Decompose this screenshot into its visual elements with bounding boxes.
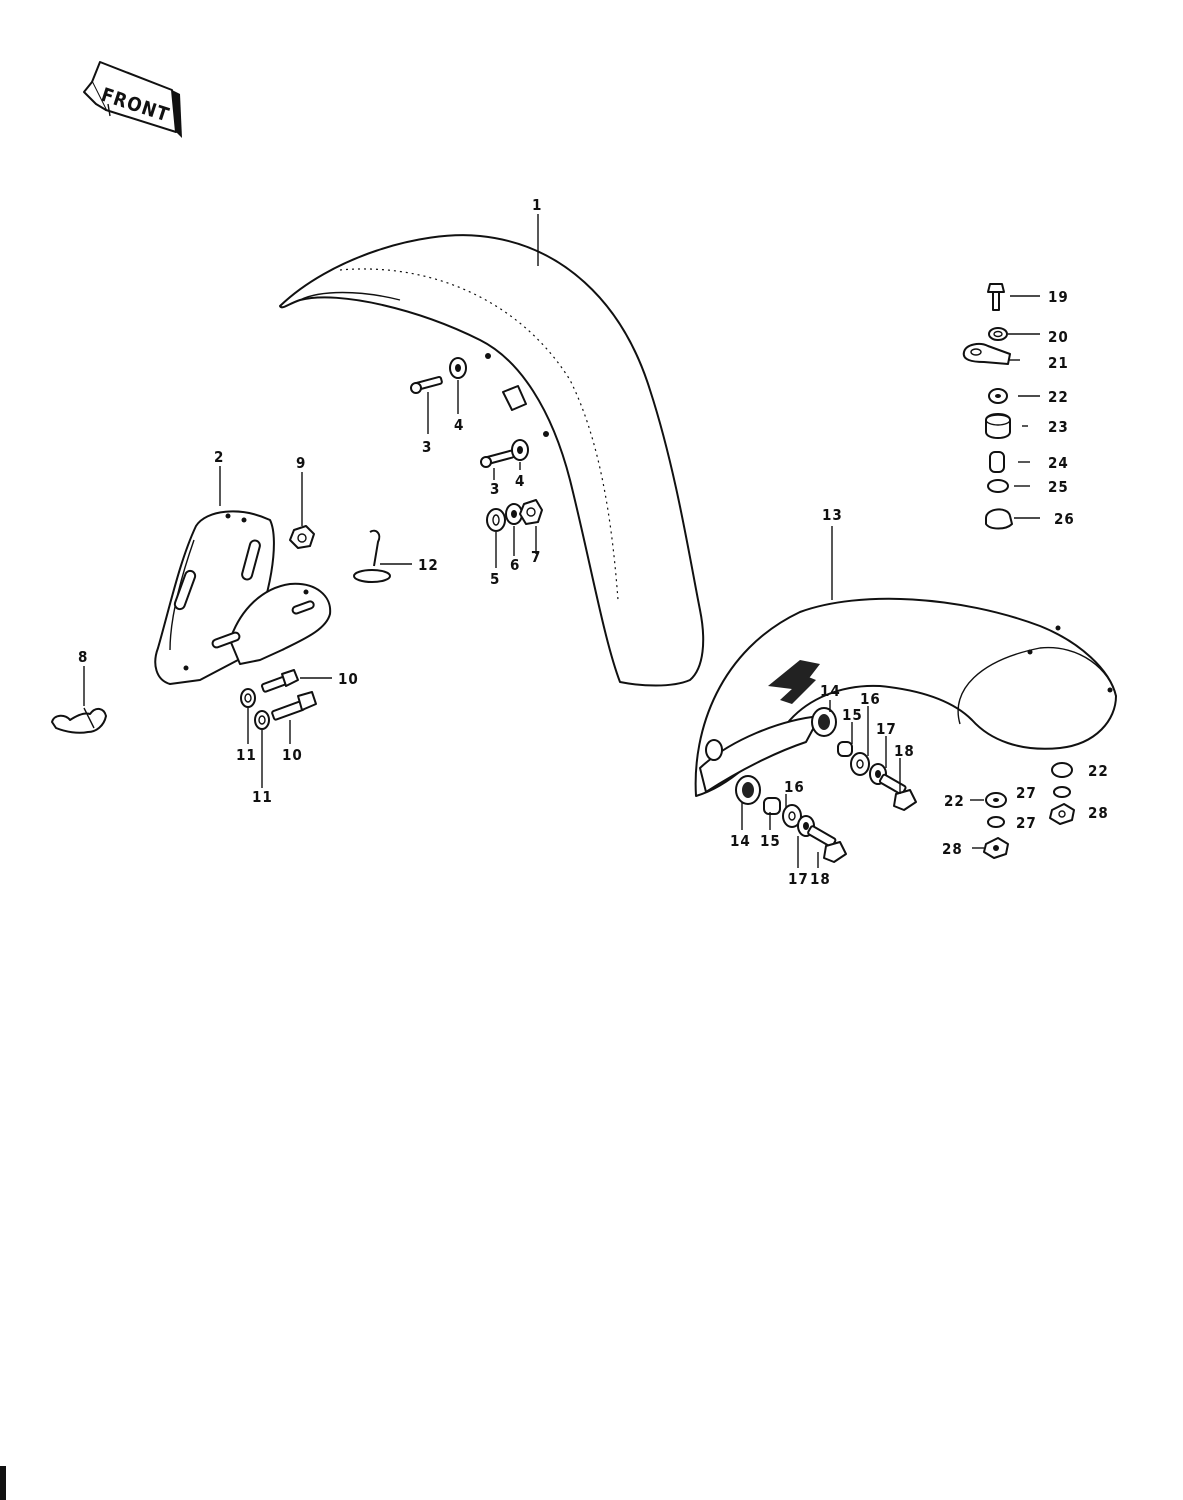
bolt-10-lower (271, 691, 317, 721)
bolt-18-upper (878, 773, 917, 811)
grommet-23 (985, 413, 1011, 439)
leader-lines (83, 214, 1040, 868)
callout-21: 21 (1048, 354, 1069, 372)
grommet-14-lower (735, 775, 761, 805)
nut-9 (289, 525, 315, 549)
callout-18: 18 (810, 870, 831, 888)
callout-24: 24 (1048, 454, 1069, 472)
washer-16-upper (850, 752, 870, 776)
callout-15: 15 (842, 706, 863, 724)
bolt-18-lower (807, 825, 847, 863)
nut-7 (519, 499, 543, 525)
collar-24 (989, 451, 1005, 473)
callout-11: 11 (236, 746, 257, 764)
callout-1: 1 (532, 196, 542, 214)
callout-28: 28 (942, 840, 963, 858)
callout-5: 5 (490, 570, 500, 588)
front-direction-badge: FRONT (83, 61, 182, 138)
lock-washer-27-left (987, 816, 1005, 828)
washer-25 (987, 479, 1009, 493)
page-edge-mark (0, 1466, 6, 1500)
nut-28-left (983, 837, 1009, 859)
nut-22-right (1051, 762, 1073, 778)
callout-20: 20 (1048, 328, 1069, 346)
nut-22-top (988, 388, 1008, 404)
callout-4: 4 (454, 416, 464, 434)
callout-23: 23 (1048, 418, 1069, 436)
washer-5 (486, 508, 506, 532)
washer-4-lower (511, 439, 529, 461)
screw-3-upper (410, 375, 443, 394)
nut-22-left (985, 792, 1007, 808)
callout-25: 25 (1048, 478, 1069, 496)
callout-14: 14 (820, 682, 841, 700)
callout-22: 22 (944, 792, 965, 810)
callout-7: 7 (531, 548, 541, 566)
callout-2: 2 (214, 448, 224, 466)
callout-19: 19 (1048, 288, 1069, 306)
callout-11: 11 (252, 788, 273, 806)
bolt-10-upper (260, 669, 299, 693)
callout-22: 22 (1088, 762, 1109, 780)
callout-9: 9 (296, 454, 306, 472)
callout-17: 17 (788, 870, 809, 888)
cable-clamp-12 (353, 529, 391, 583)
callout-6: 6 (510, 556, 520, 574)
callout-10: 10 (338, 670, 359, 688)
callout-15: 15 (760, 832, 781, 850)
callout-10: 10 (282, 746, 303, 764)
grommet-14-upper (811, 707, 837, 737)
callout-3: 3 (422, 438, 432, 456)
bracket-21 (962, 343, 1011, 365)
screw-3-lower (480, 449, 515, 468)
callout-8: 8 (78, 648, 88, 666)
washer-20 (988, 327, 1008, 341)
bolt-19 (987, 283, 1005, 311)
lock-washer-6 (505, 503, 523, 525)
callout-labels: 1 2 3 3 4 4 5 6 7 8 9 10 10 11 11 12 13 … (78, 196, 1109, 888)
washer-4-upper (449, 357, 467, 379)
front-fender (279, 234, 705, 687)
washer-11-lower (254, 710, 270, 730)
callout-3: 3 (490, 480, 500, 498)
fender-bracket (154, 510, 332, 685)
callout-22: 22 (1048, 388, 1069, 406)
callout-13: 13 (822, 506, 843, 524)
callout-14: 14 (730, 832, 751, 850)
washer-11-upper (240, 688, 256, 708)
callout-16: 16 (784, 778, 805, 796)
collar-15-lower (763, 797, 781, 815)
callout-16: 16 (860, 690, 881, 708)
callout-12: 12 (418, 556, 439, 574)
callout-4: 4 (515, 472, 525, 490)
callout-28: 28 (1088, 804, 1109, 822)
nut-28-right (1049, 803, 1075, 825)
callout-18: 18 (894, 742, 915, 760)
washer-16-lower (782, 804, 802, 828)
callout-17: 17 (876, 720, 897, 738)
collar-15-upper (837, 741, 853, 757)
callout-27: 27 (1016, 814, 1037, 832)
callout-27: 27 (1016, 784, 1037, 802)
callout-26: 26 (1054, 510, 1075, 528)
lock-washer-27-right (1053, 786, 1071, 798)
cap-nut-26 (985, 508, 1013, 530)
clip-8 (51, 707, 107, 734)
